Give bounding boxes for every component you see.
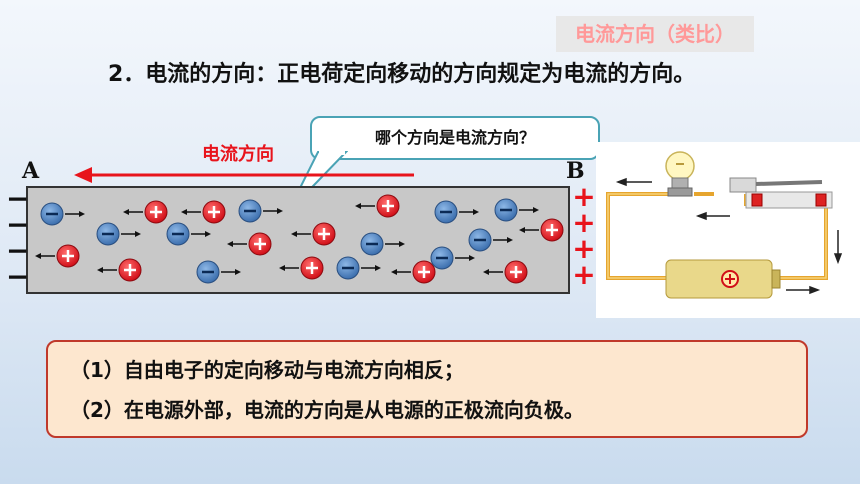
- negative-sign: −: [6, 208, 30, 241]
- summary-box: （1）自由电子的定向移动与电流方向相反； （2）在电源外部，电流的方向是从电源的…: [46, 340, 808, 438]
- positive-sign: +: [572, 180, 596, 213]
- negative-sign: −: [6, 182, 30, 215]
- definition-heading: 2．电流的方向：正电荷定向移动的方向规定为电流的方向。: [108, 62, 696, 87]
- electron-icon: [336, 256, 381, 280]
- circuit-current-arrows: [615, 177, 843, 295]
- electron-icon: [494, 198, 539, 222]
- positive-charge-icon: [181, 200, 226, 224]
- positive-charge-icon: [291, 222, 336, 246]
- summary-point-2: （2）在电源外部，电流的方向是从电源的正极流向负极。: [70, 398, 584, 422]
- terminal-a-label: A: [22, 158, 40, 184]
- circuit-svg: [606, 151, 843, 299]
- negative-sign: −: [6, 234, 30, 267]
- negative-signs: − − − −: [6, 182, 30, 293]
- switch-icon: [729, 177, 833, 209]
- current-direction-arrow: [74, 167, 414, 183]
- section-tag: 电流方向（类比）: [556, 16, 754, 52]
- electron-icon: [468, 228, 513, 252]
- summary-point-1: （1）自由电子的定向移动与电流方向相反；: [70, 358, 464, 382]
- positive-sign: +: [572, 258, 596, 291]
- circuit-diagram: [596, 142, 860, 318]
- electron-icon: [434, 200, 479, 224]
- electron-icon: [360, 232, 405, 256]
- positive-charge-icon: [35, 244, 80, 268]
- electron-icon: [238, 199, 283, 223]
- positive-signs: + + + +: [570, 180, 598, 291]
- positive-charge-icon: [97, 258, 142, 282]
- positive-charge-icon: [279, 256, 324, 280]
- positive-charge-icon: [355, 194, 400, 218]
- bulb-icon: [665, 151, 695, 197]
- electron-icon: [166, 222, 211, 246]
- terminal-b-label: B: [566, 158, 585, 184]
- positive-charge-icon: [483, 260, 528, 284]
- positive-sign: +: [572, 232, 596, 265]
- positive-sign: +: [572, 206, 596, 239]
- current-direction-label: 电流方向: [202, 144, 274, 165]
- electron-icon: [430, 246, 475, 270]
- negative-sign: −: [6, 260, 30, 293]
- positive-charge-icon: [227, 232, 272, 256]
- question-bubble: 哪个方向是电流方向？: [310, 116, 600, 160]
- electron-icon: [196, 260, 241, 284]
- electron-icon: [40, 202, 85, 226]
- electron-icon: [96, 222, 141, 246]
- positive-charge-icon: [123, 200, 168, 224]
- positive-charge-icon: [519, 218, 564, 242]
- battery-icon: [665, 259, 781, 299]
- positive-charge-icon: [391, 260, 436, 284]
